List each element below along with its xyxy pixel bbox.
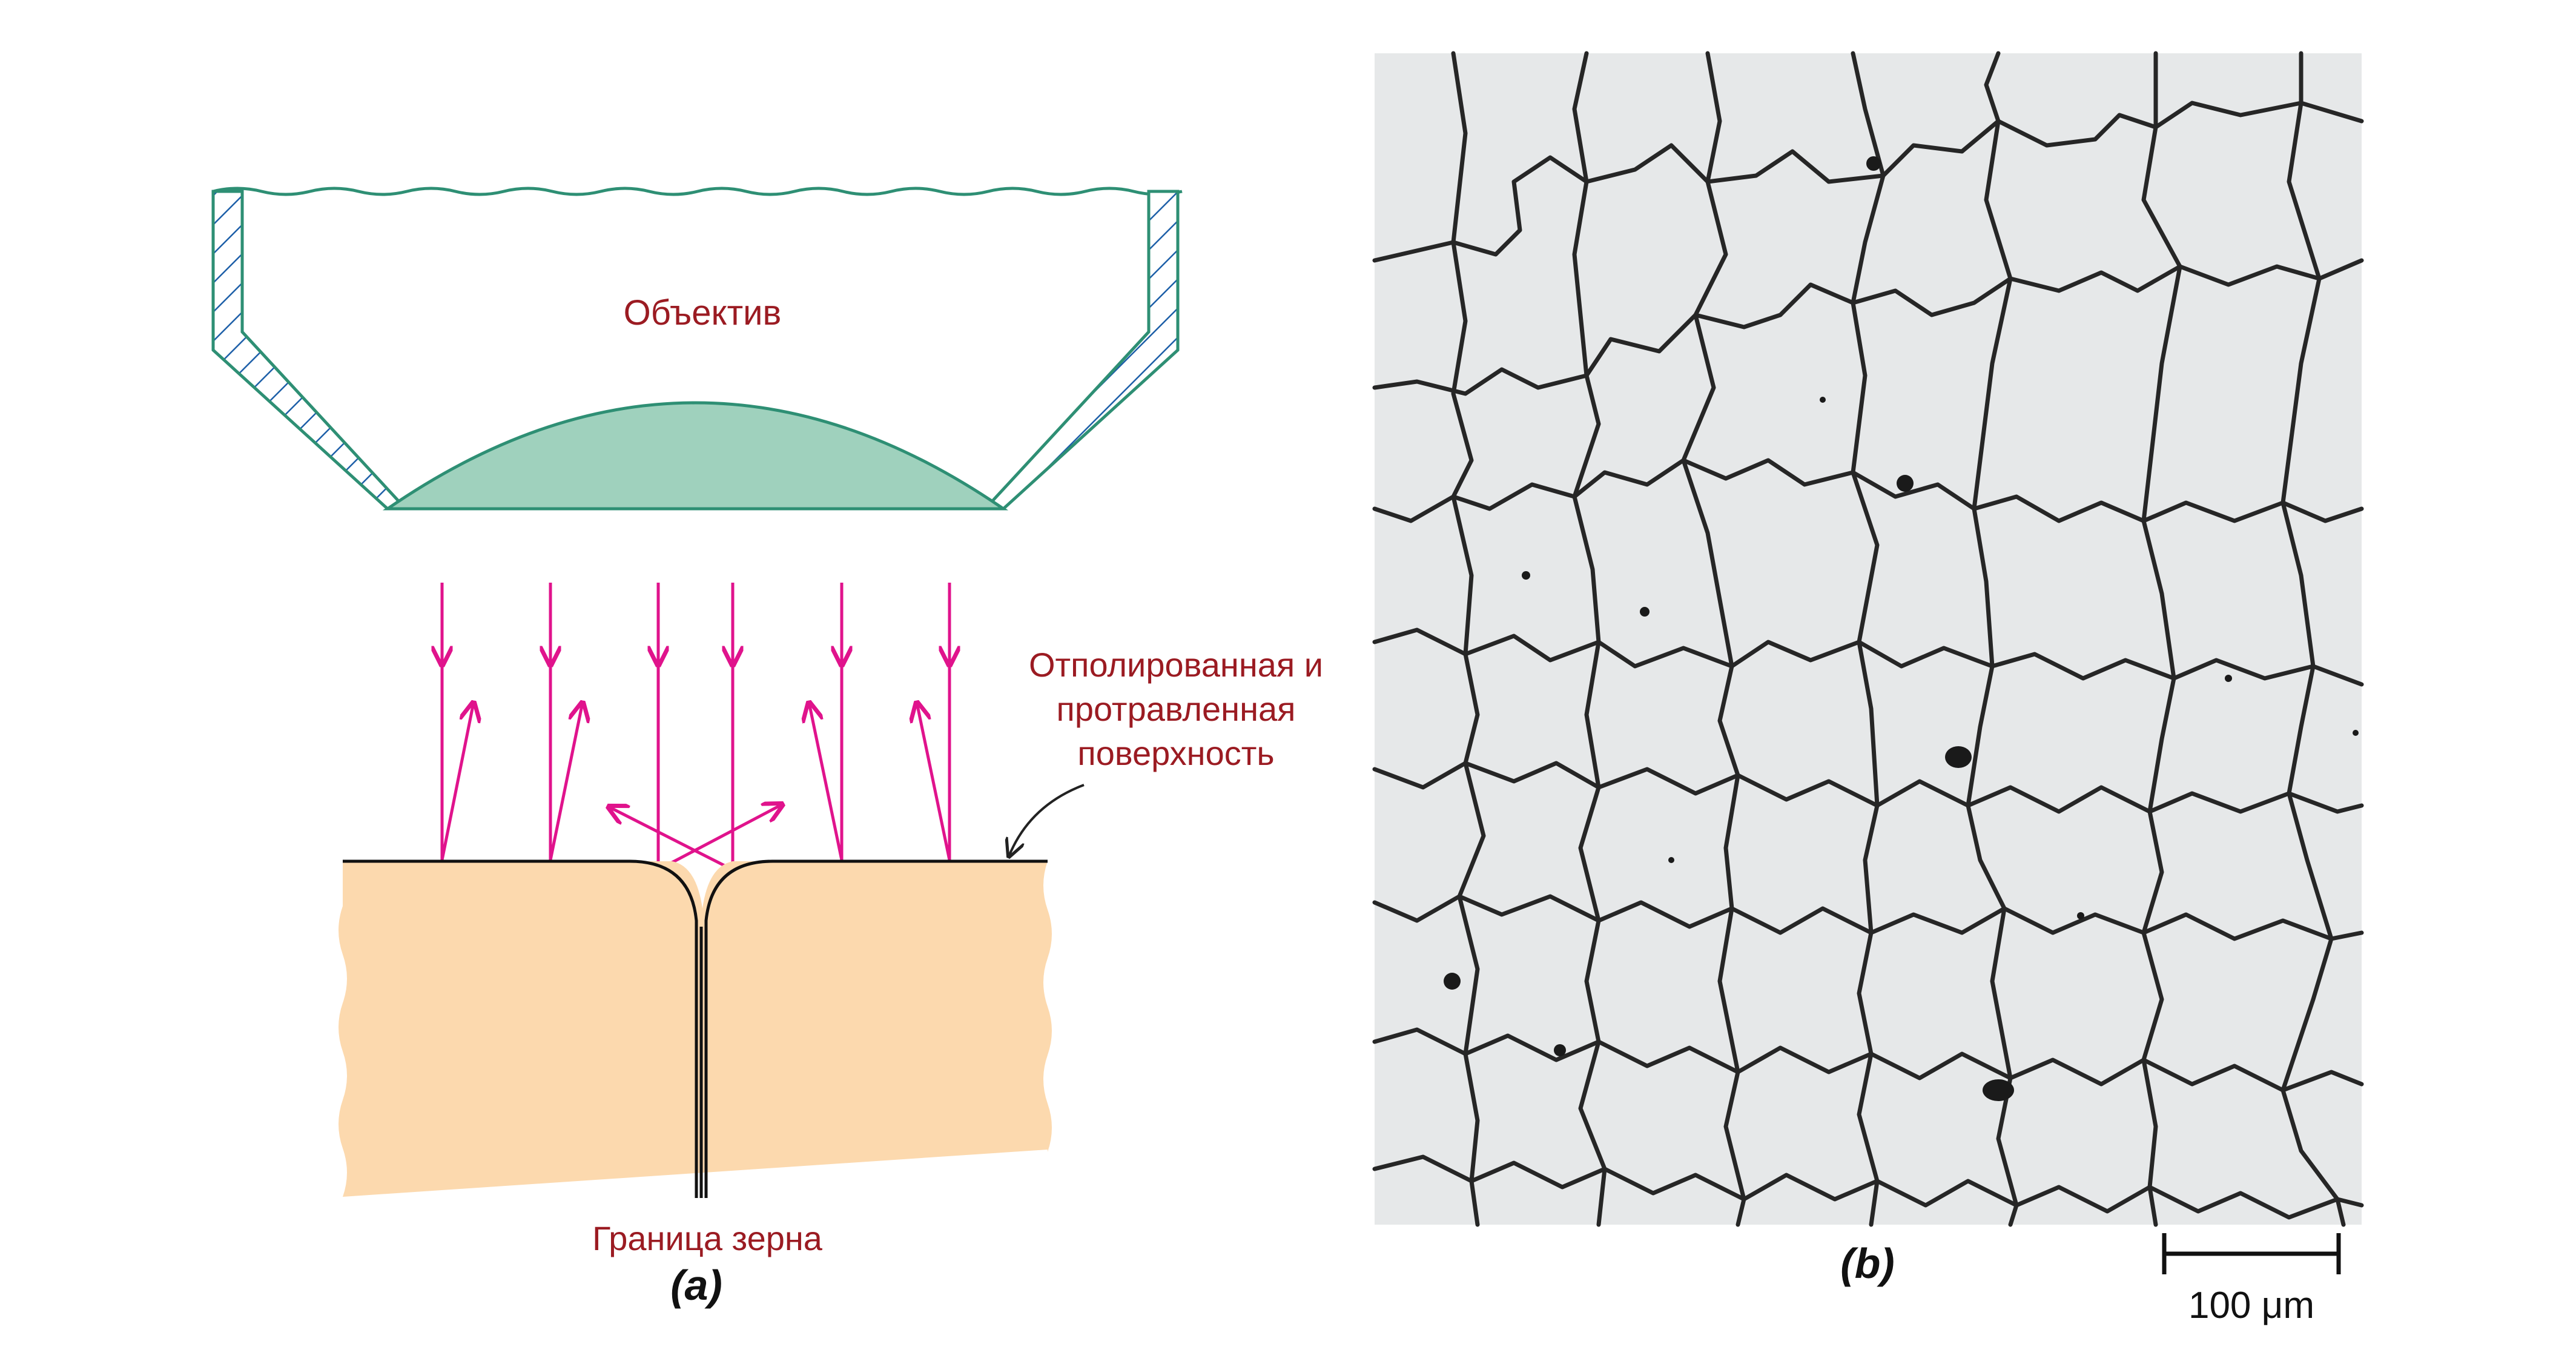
surface-annotation: Отполированная и протравленная поверхнос… xyxy=(1009,646,1323,856)
objective-right-wall xyxy=(982,190,1180,511)
reflected-ray xyxy=(917,703,951,861)
polished-surface xyxy=(343,859,1048,1198)
objective-left-wall xyxy=(211,190,409,511)
reflected-ray xyxy=(809,703,844,861)
scattered-ray xyxy=(609,807,734,872)
grain-network xyxy=(1372,51,2364,1227)
reflected-ray xyxy=(440,703,474,861)
specimen-block xyxy=(339,859,1052,1198)
scale-bar xyxy=(2162,1233,2341,1274)
light-rays xyxy=(440,583,951,872)
objective-lens: Объектив xyxy=(211,187,1183,511)
objective-label: Объектив xyxy=(624,293,782,333)
micrograph-particles xyxy=(1444,156,2359,1101)
surface-label-line2: протравленная xyxy=(1057,690,1296,728)
panel-b-letter: (b) xyxy=(1840,1240,1894,1287)
surface-label-line3: поверхность xyxy=(1077,734,1274,772)
panel-a-letter: (a) xyxy=(670,1262,722,1309)
scattered-ray xyxy=(657,804,782,872)
grain-boundary-label: Граница зерна xyxy=(592,1219,823,1257)
scale-bar-label: 100 μm xyxy=(2188,1285,2314,1326)
panel-b: 100 μm (b) xyxy=(1372,51,2364,1326)
panel-a: Объектив xyxy=(211,187,1323,1309)
surface-label-line1: Отполированная и xyxy=(1029,646,1323,684)
objective-top-edge xyxy=(213,187,1183,196)
surface-leader-arrow xyxy=(1009,784,1085,856)
lens-element xyxy=(382,401,1009,511)
reflected-ray xyxy=(549,703,583,861)
